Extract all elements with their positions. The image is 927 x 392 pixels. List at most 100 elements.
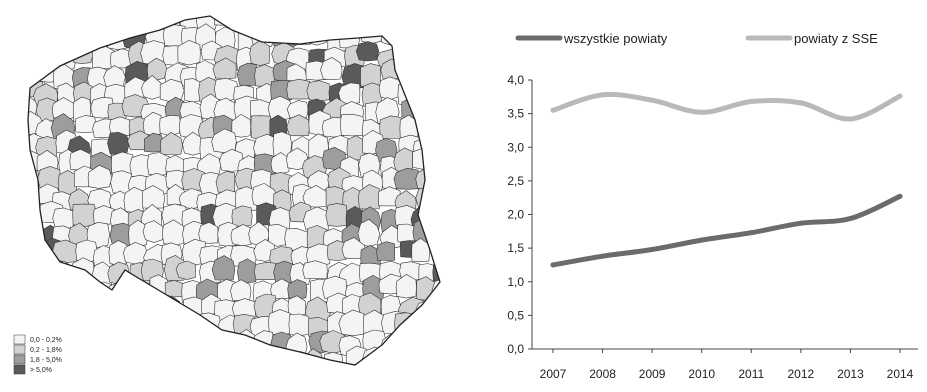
map-legend-label-3: > 5,0%: [30, 367, 52, 374]
map-region: [327, 16, 351, 34]
map-region: [161, 219, 185, 246]
map-region: [69, 293, 95, 316]
map-region: [286, 78, 311, 100]
map-region: [124, 76, 148, 99]
map-region: [431, 236, 440, 259]
series-1-point-2013: [847, 116, 853, 122]
map-region: [430, 331, 440, 355]
series-0-point-2007: [550, 262, 556, 268]
map-region: [338, 82, 361, 105]
x-tick-label: 2012: [788, 367, 815, 381]
map-region: [413, 348, 437, 365]
map-region: [415, 16, 440, 27]
map-region: [74, 16, 97, 30]
y-tick-label: 1,0: [507, 275, 524, 289]
map-region: [71, 278, 95, 305]
map-regions: [28, 16, 440, 387]
map-region: [397, 16, 420, 32]
map-region: [146, 57, 168, 81]
map-region: [303, 206, 329, 231]
map-region: [235, 16, 258, 27]
map-region: [309, 369, 333, 387]
map-region: [95, 370, 116, 387]
map-region: [415, 166, 440, 192]
map-region: [417, 94, 440, 121]
map-region: [393, 44, 416, 65]
map-region: [286, 100, 309, 120]
series-1-point-2014: [897, 93, 903, 99]
map-region: [322, 116, 346, 138]
series-0-point-2013: [847, 216, 853, 222]
map-region: [28, 291, 41, 314]
map-region: [92, 332, 114, 354]
map-region: [429, 100, 440, 121]
series-0-point-2010: [699, 237, 705, 243]
map-region: [302, 260, 328, 279]
map-region: [400, 64, 421, 87]
map-region: [256, 16, 279, 31]
map-region: [73, 26, 96, 51]
map-region: [39, 16, 59, 32]
series-0-point-2008: [600, 253, 606, 259]
map-legend: 0,0 - 0,2% 0,2 - 1,8% 1,8 - 5,0% > 5,0%: [13, 334, 62, 375]
series-1-point-2012: [798, 100, 804, 106]
map-region: [231, 298, 257, 320]
map-region: [37, 29, 62, 53]
map-region: [413, 316, 434, 338]
map-region: [395, 28, 417, 54]
y-tick-label: 0,0: [507, 342, 524, 356]
chart-series: [550, 91, 903, 268]
map-region: [196, 333, 217, 355]
map-region: [75, 313, 97, 334]
map-region: [34, 298, 58, 320]
map-region: [363, 368, 388, 387]
map-region: [323, 368, 347, 387]
map-region: [28, 16, 39, 30]
map-region: [287, 295, 307, 318]
series-0-point-2014: [897, 193, 903, 199]
map-region: [436, 134, 440, 160]
map-region: [52, 275, 74, 301]
map-region: [270, 79, 293, 102]
map-legend-label-1: 0,2 - 1,8%: [30, 347, 62, 354]
map-legend-label-0: 0,0 - 0,2%: [30, 337, 62, 344]
map-region: [345, 372, 372, 387]
y-tick-label: 0,5: [507, 308, 524, 322]
line-chart: wszystkie powiaty powiaty z SSE 0,00,51,…: [507, 31, 918, 381]
x-tick-label: 2013: [837, 367, 864, 381]
map-region: [436, 39, 440, 67]
map-region: [183, 334, 209, 357]
map-region: [266, 364, 286, 365]
series-0-point-2009: [649, 246, 655, 252]
map-region: [320, 57, 343, 80]
map-region: [355, 41, 380, 62]
map-region: [394, 312, 417, 336]
map-region: [159, 347, 183, 365]
map-region: [88, 16, 110, 32]
series-1-point-2009: [649, 97, 655, 103]
map-legend-swatch-2: [13, 354, 26, 365]
y-tick-label: 2,0: [507, 208, 524, 222]
map-region: [159, 114, 182, 137]
map-region: [324, 351, 344, 365]
map-region: [177, 39, 201, 66]
series-0-point-2011: [748, 230, 754, 236]
map-region: [286, 16, 313, 35]
map-region: [164, 313, 187, 341]
map-region: [305, 16, 331, 37]
map-region: [211, 255, 236, 281]
map-region: [28, 315, 45, 336]
map-legend-swatch-0: [13, 334, 26, 345]
map-region: [124, 279, 147, 307]
series-1-point-2010: [699, 109, 705, 115]
map-region: [86, 221, 110, 248]
poland-choropleth-map: 0,0 - 0,2% 0,2 - 1,8% 1,8 - 5,0% > 5,0%: [13, 15, 441, 387]
map-region: [236, 258, 258, 284]
map-region: [434, 16, 440, 33]
map-region: [103, 16, 128, 29]
map-region: [197, 367, 218, 387]
poland-border: [27, 15, 441, 366]
map-region: [85, 296, 110, 324]
